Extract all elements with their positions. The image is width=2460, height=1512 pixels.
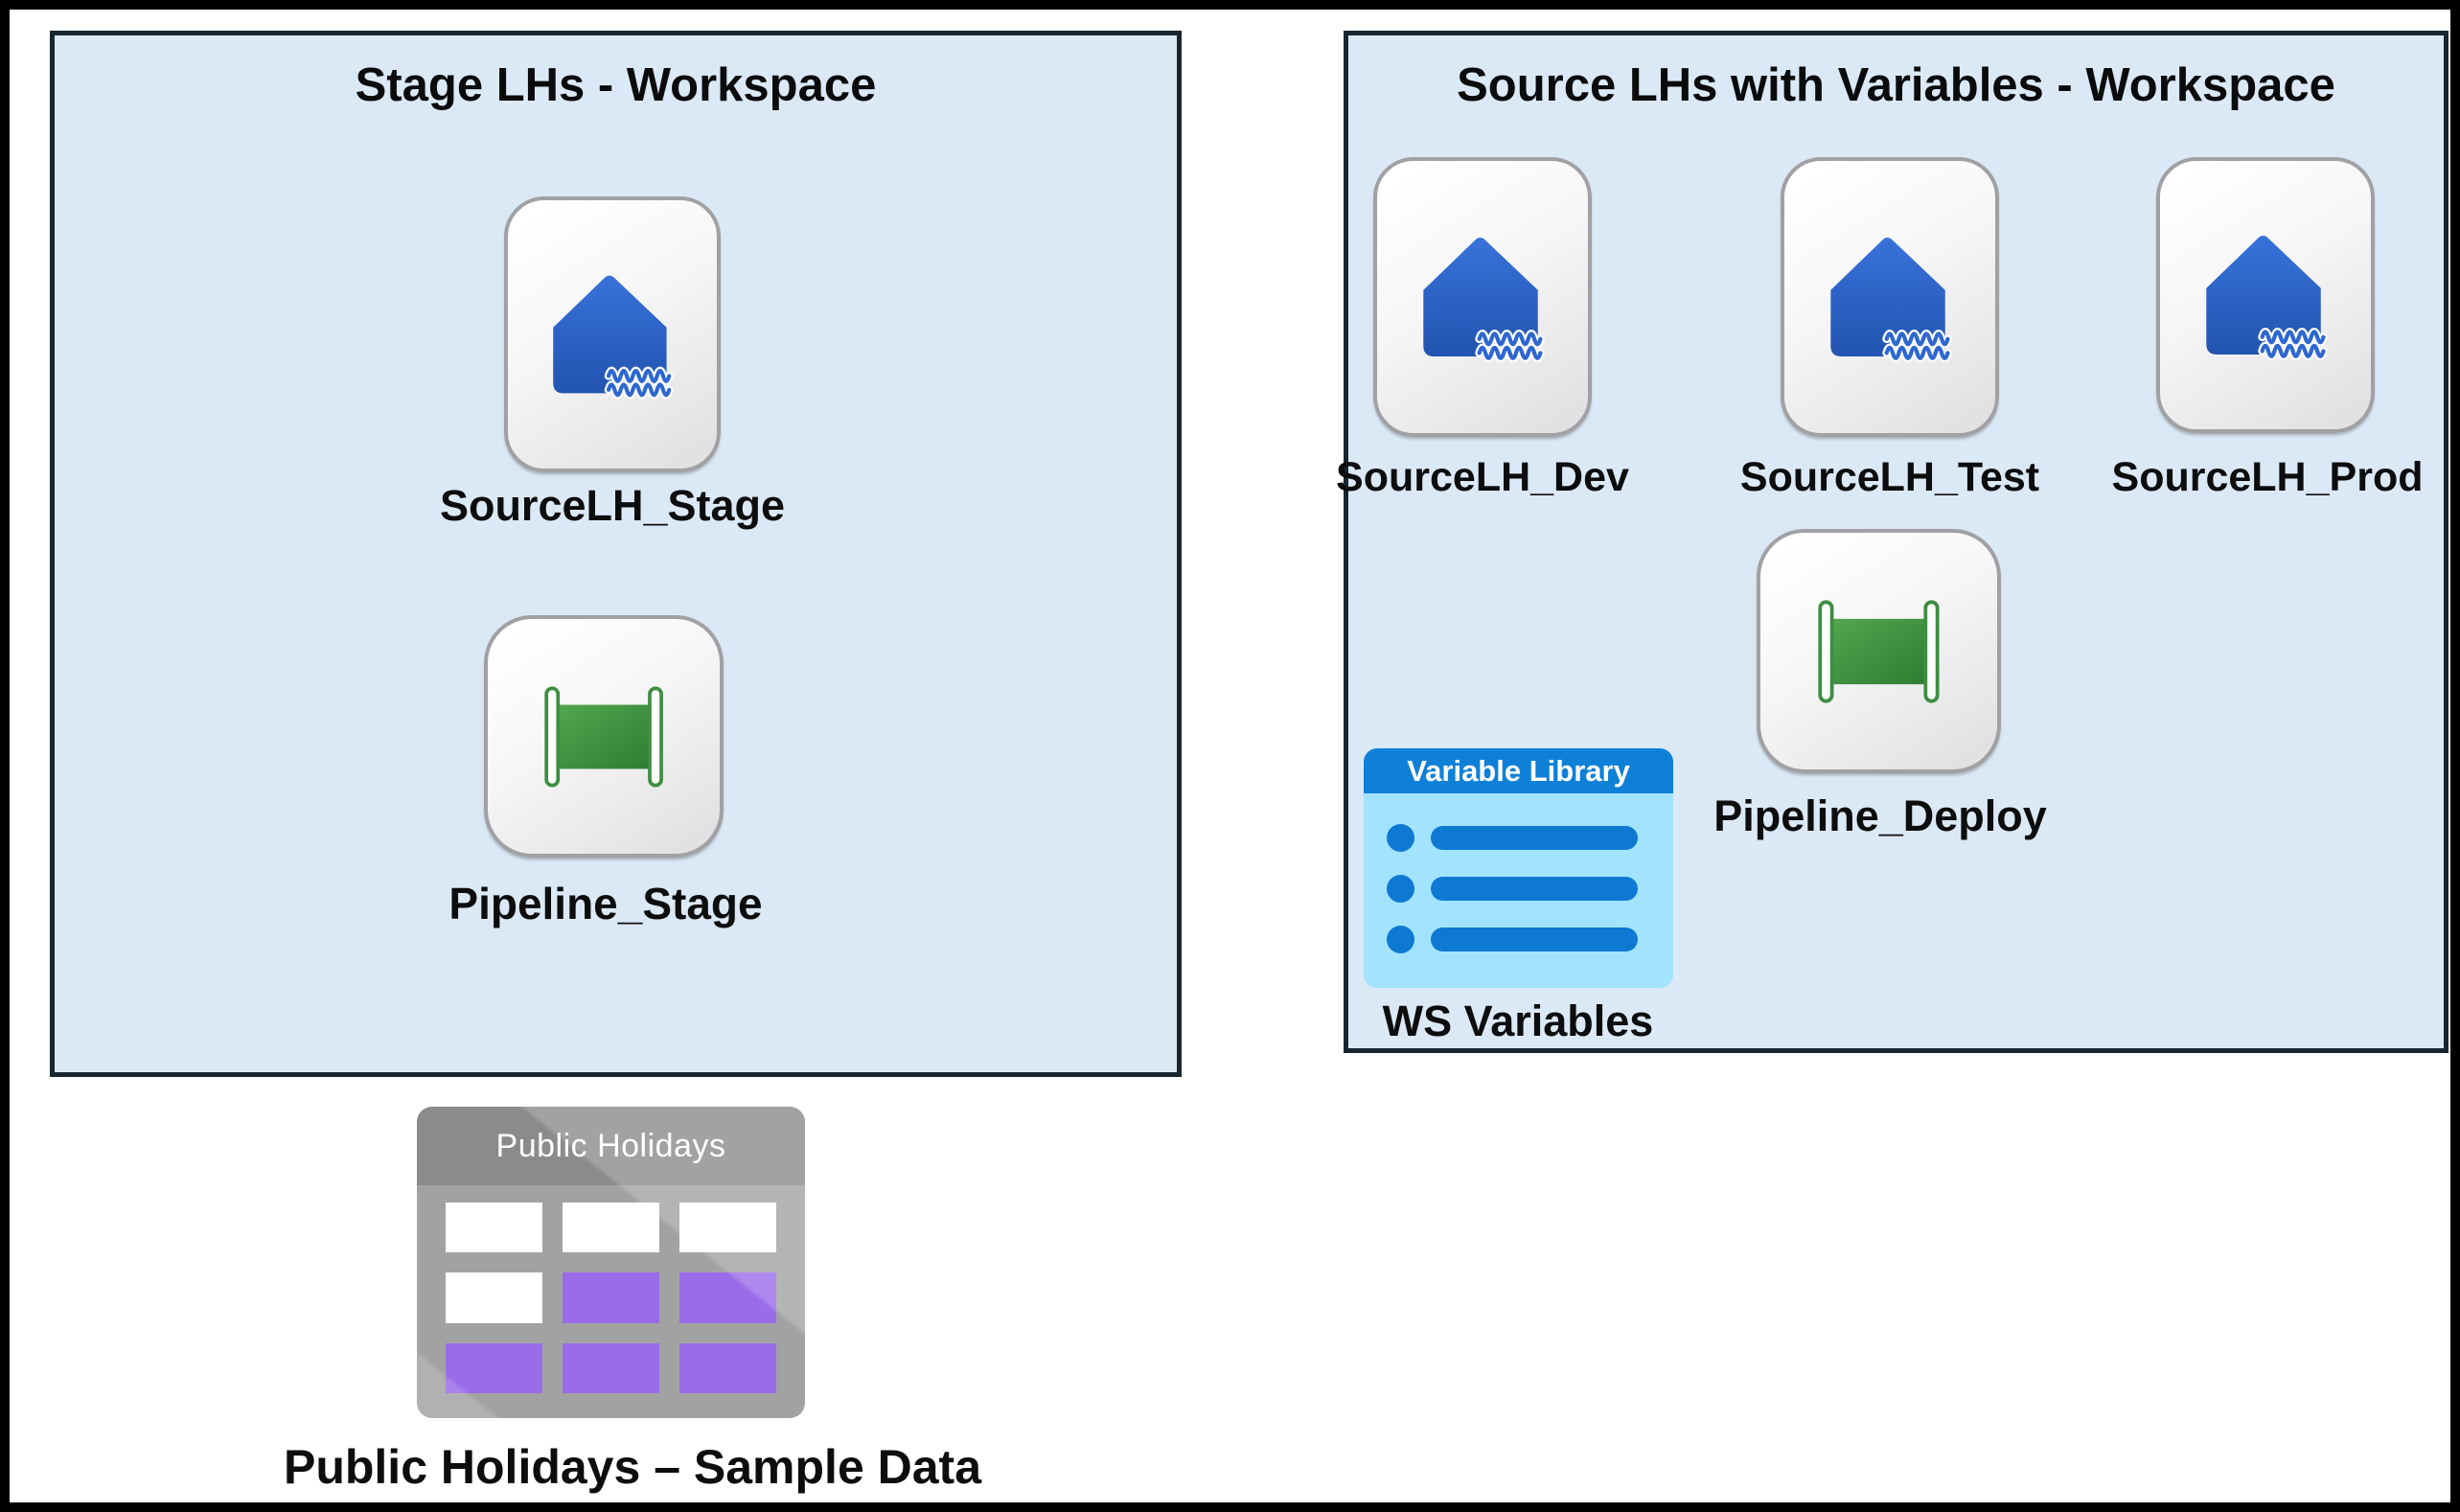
sample-data-tile[interactable]: Public Holidays — [417, 1107, 805, 1418]
variable-row — [1387, 875, 1648, 903]
pipeline-icon — [542, 665, 665, 809]
pipeline-label: Pipeline_Deploy — [1713, 791, 2047, 840]
table-cell — [563, 1203, 659, 1253]
table-cell — [679, 1272, 776, 1323]
lakehouse-icon — [2199, 223, 2333, 367]
variable-library-tile[interactable]: Variable Library — [1364, 748, 1673, 988]
variable-library-icon-header: Variable Library — [1364, 748, 1673, 793]
variable-row — [1387, 824, 1648, 852]
table-cell — [446, 1203, 542, 1253]
table-icon — [417, 1185, 805, 1418]
table-cell — [679, 1203, 776, 1253]
variable-library-icon — [1364, 793, 1673, 988]
variable-library-label: WS Variables — [1382, 997, 1654, 1045]
lakehouse-tile-sourcelh-dev[interactable] — [1373, 157, 1592, 437]
pipeline-icon — [1816, 580, 1942, 723]
table-cell — [563, 1342, 659, 1393]
pipeline-tile-stage[interactable] — [484, 615, 724, 858]
lakehouse-label: SourceLH_Test — [1739, 454, 2040, 500]
lakehouse-label: SourceLH_Dev — [1336, 454, 1629, 500]
table-cell — [446, 1272, 542, 1323]
pipeline-label: Pipeline_Stage — [448, 879, 763, 928]
sample-data-label: Public Holidays – Sample Data — [283, 1440, 982, 1494]
table-cell — [679, 1342, 776, 1393]
table-cell — [446, 1342, 542, 1393]
lakehouse-icon — [1416, 225, 1550, 369]
workspace-title-stage: Stage LHs - Workspace — [355, 59, 877, 111]
variable-bar — [1431, 826, 1638, 850]
lakehouse-tile-sourcelh-stage[interactable] — [504, 196, 721, 472]
pipeline-tile-deploy[interactable] — [1757, 529, 2001, 773]
lakehouse-label: SourceLH_Prod — [2111, 454, 2424, 500]
lakehouse-tile-sourcelh-prod[interactable] — [2156, 157, 2375, 433]
lakehouse-icon — [546, 263, 678, 406]
lakehouse-icon — [1824, 225, 1957, 369]
lakehouse-tile-sourcelh-test[interactable] — [1781, 157, 1999, 437]
variable-row — [1387, 926, 1648, 953]
variable-bar — [1431, 877, 1638, 901]
lakehouse-label: SourceLH_Stage — [439, 481, 786, 530]
bullet-icon — [1387, 824, 1414, 852]
bullet-icon — [1387, 875, 1414, 903]
variable-bar — [1431, 928, 1638, 951]
bullet-icon — [1387, 926, 1414, 953]
table-icon-header: Public Holidays — [417, 1107, 805, 1185]
table-cell — [563, 1272, 659, 1323]
workspace-title-source-variables: Source LHs with Variables - Workspace — [1457, 59, 2335, 111]
